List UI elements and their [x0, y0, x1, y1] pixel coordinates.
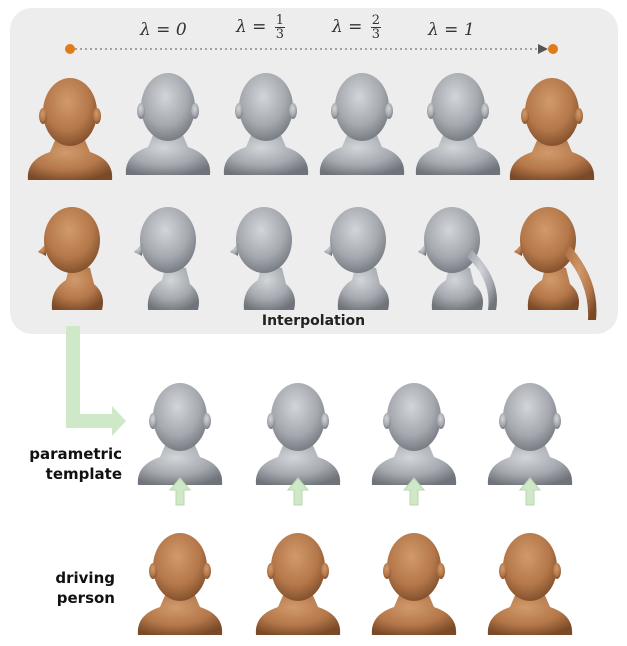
parametric-template-label: parametric template — [10, 444, 122, 484]
driving-head-3 — [372, 533, 456, 635]
driving-head-4 — [488, 533, 572, 635]
head-side-lambda-0 — [134, 207, 199, 310]
head-front-lambda-2-3 — [320, 73, 404, 175]
head-side-lambda-1-3 — [230, 207, 295, 310]
template-head-4 — [488, 383, 572, 485]
head-front-lambda-1-3 — [224, 73, 308, 175]
interpolation-caption: Interpolation — [0, 313, 627, 329]
template-head-3 — [372, 383, 456, 485]
template-head-2 — [256, 383, 340, 485]
head-side-lambda-2-3 — [324, 207, 389, 310]
head-front-lambda-1 — [416, 73, 500, 175]
head-front-lambda-0 — [126, 73, 210, 175]
interpolation-to-template-arrow — [66, 326, 126, 436]
driving-head-2 — [256, 533, 340, 635]
head-front-source — [28, 78, 112, 180]
head-front-target — [510, 78, 594, 180]
head-side-lambda-1 — [418, 207, 497, 310]
driving-head-1 — [138, 533, 222, 635]
template-head-1 — [138, 383, 222, 485]
head-side-source — [38, 207, 103, 310]
head-side-target — [514, 207, 596, 320]
driving-person-label: driving person — [10, 568, 115, 608]
